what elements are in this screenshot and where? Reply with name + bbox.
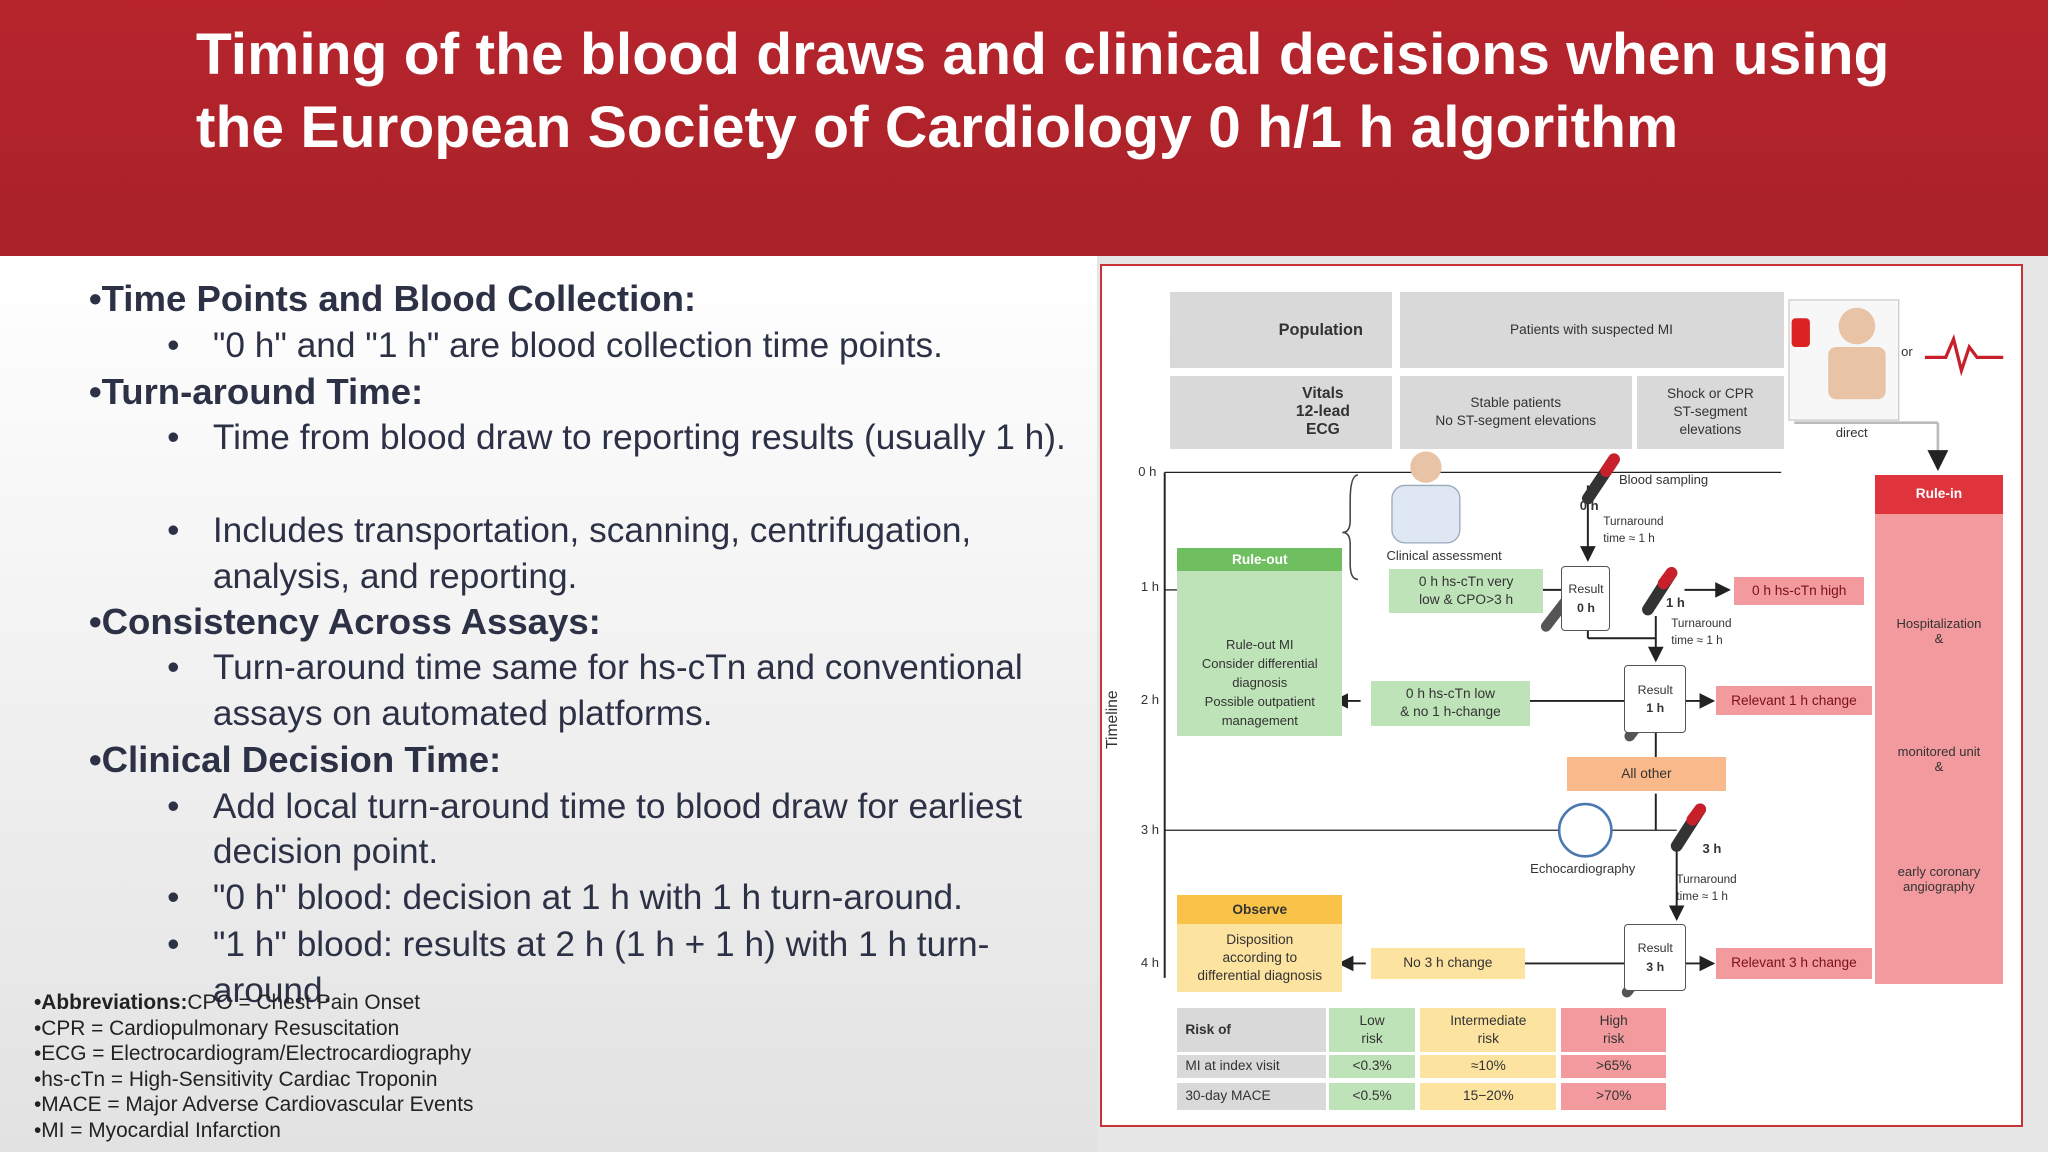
- patients-box: Patients with suspected MI: [1399, 291, 1784, 368]
- monitored-unit-label: monitored unit &: [1897, 743, 1981, 774]
- tick-1h: 1 h: [1140, 579, 1160, 595]
- risk-row-mace-low: <0.5%: [1328, 1083, 1416, 1110]
- risk-row-mi-label: MI at index visit: [1177, 1054, 1327, 1079]
- algorithm-figure: Population Patients with suspected MI Vi…: [1099, 263, 2024, 1128]
- bullet-glyph: •: [167, 648, 180, 688]
- bullet-glyph: •: [167, 925, 180, 965]
- zero-h-label: 0 h: [1579, 498, 1599, 514]
- abbr-cpo: CPO = Chest Pain Onset: [187, 991, 421, 1015]
- bullet-glyph: •: [167, 325, 180, 365]
- rule-in-column: [1874, 513, 2003, 985]
- bullet-glyph: •: [167, 786, 180, 826]
- timeline-label: Timeline: [1104, 690, 1122, 750]
- abbr-ecg: •ECG = Electrocardiogram/Electrocardiogr…: [33, 1042, 472, 1066]
- abbr-hs-ctn: •hs-cTn = High-Sensitivity Cardiac Tropo…: [33, 1067, 438, 1091]
- stable-patients-box: Stable patients No ST-segment elevations: [1399, 375, 1632, 449]
- abbr-mi: •MI = Myocardial Infarction: [33, 1118, 281, 1142]
- result-label: Result: [1637, 682, 1673, 697]
- relevant-3h-box: Relevant 3 h change: [1715, 947, 1873, 979]
- observe-box: Disposition according to differential di…: [1177, 924, 1343, 992]
- risk-header-intermediate: Intermediate risk: [1420, 1007, 1557, 1053]
- rule-in-header: Rule-in: [1874, 474, 2003, 514]
- doctor-icon: [1391, 451, 1461, 544]
- risk-header-label: Risk of: [1177, 1007, 1327, 1053]
- population-box: Population: [1169, 291, 1392, 368]
- blood-tube-icon: [1670, 803, 1706, 852]
- blood-sampling-label: Blood sampling: [1618, 472, 1709, 488]
- abbreviations: •Abbreviations:CPO = Chest Pain Onset •C…: [34, 990, 473, 1144]
- tick-4h: 4 h: [1140, 955, 1160, 971]
- bullet-glyph: •: [167, 418, 180, 458]
- abbr-mace: •MACE = Major Adverse Cardiovascular Eve…: [33, 1093, 474, 1117]
- risk-row-mi-low: <0.3%: [1328, 1054, 1416, 1079]
- bullet-glyph: •: [167, 511, 180, 551]
- risk-row-mace-intermediate: 15−20%: [1420, 1083, 1557, 1110]
- hospitalization-label: Hospitalization &: [1896, 615, 1982, 646]
- turnaround-label-2: Turnaround time ≈ 1 h: [1671, 616, 1732, 647]
- section-heading-2: •Turn-around Time:: [88, 370, 424, 412]
- clinical-assessment-label: Clinical assessment: [1386, 547, 1502, 563]
- cond-relevant-1h: Relevant 1 h change: [1715, 686, 1873, 716]
- risk-row-mace-high: >70%: [1561, 1083, 1666, 1110]
- turnaround-label-3: Turnaround time ≈ 1 h: [1676, 872, 1737, 903]
- slide-title: Timing of the blood draws and clinical d…: [195, 22, 1890, 161]
- result-label: Result: [1568, 582, 1604, 597]
- cond-0h-very-low: 0 h hs-cTn very low & CPO>3 h: [1389, 568, 1544, 614]
- result-label: Result: [1637, 941, 1673, 956]
- or-label: or: [1901, 344, 1913, 360]
- echo-label: Echocardiography: [1530, 861, 1636, 877]
- direct-label: direct: [1835, 425, 1868, 441]
- risk-row-mi-high: >65%: [1561, 1054, 1666, 1079]
- abbr-cpr: •CPR = Cardiopulmonary Resuscitation: [33, 1016, 400, 1040]
- blood-tube-icon: [1641, 566, 1678, 616]
- text-panel: [0, 255, 1098, 1152]
- observe-header: Observe: [1177, 895, 1343, 925]
- patient-icon: [1788, 299, 1900, 421]
- three-h-label: 3 h: [1702, 840, 1722, 856]
- tick-0h: 0 h: [1138, 464, 1157, 480]
- abbreviations-label: •Abbreviations:: [33, 991, 188, 1015]
- no-3h-change-box: No 3 h change: [1370, 947, 1525, 979]
- section-heading-4: •Clinical Decision Time:: [88, 739, 502, 781]
- cond-low-no-1h-change: 0 h hs-cTn low & no 1 h-change: [1370, 681, 1531, 726]
- all-other-box: All other: [1566, 756, 1727, 791]
- title-banner: Timing of the blood draws and clinical d…: [0, 0, 2048, 256]
- tick-3h: 3 h: [1140, 822, 1160, 838]
- bullet-glyph: •: [167, 878, 180, 918]
- tick-2h: 2 h: [1140, 691, 1160, 707]
- risk-row-mace-label: 30-day MACE: [1177, 1083, 1327, 1110]
- echo-probe-icon: [1557, 802, 1613, 858]
- risk-row-mi-intermediate: ≈10%: [1420, 1054, 1557, 1079]
- rule-out-box: Rule-out MI Consider differential diagno…: [1177, 571, 1343, 737]
- shock-cpr-box: Shock or CPR ST-segment elevations: [1637, 375, 1784, 449]
- section-heading-3: •Consistency Across Assays:: [88, 600, 601, 642]
- one-h-label: 1 h: [1665, 594, 1685, 610]
- cond-0h-high: 0 h hs-cTn high: [1733, 576, 1865, 606]
- risk-header-high: High risk: [1561, 1007, 1666, 1053]
- ecg-waveform-icon: [1924, 333, 2003, 377]
- risk-header-low: Low risk: [1328, 1007, 1416, 1053]
- section-heading-1: •Time Points and Blood Collection:: [88, 278, 697, 320]
- turnaround-label-1: Turnaround time ≈ 1 h: [1603, 514, 1664, 545]
- rule-out-header: Rule-out: [1177, 547, 1343, 572]
- blood-tube-icon: [1581, 453, 1620, 505]
- angiography-label: early coronary angiography: [1897, 864, 1981, 895]
- vitals-box: Vitals 12-lead ECG: [1169, 375, 1392, 449]
